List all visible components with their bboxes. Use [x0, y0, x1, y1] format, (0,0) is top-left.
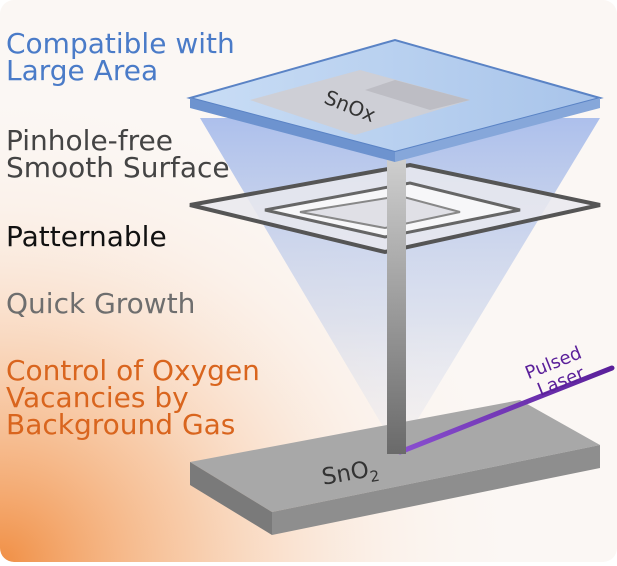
- substrate: [186, 38, 604, 162]
- laser-beam: [397, 365, 615, 455]
- feature-oxygen: Control of Oxygen Vacancies by Backgroun…: [6, 354, 260, 441]
- feature-oxygen-line3: Background Gas: [6, 408, 236, 441]
- feature-oxygen-line1: Control of Oxygen: [6, 354, 260, 387]
- feature-oxygen-line2: Vacancies by: [6, 381, 189, 414]
- feature-pattern: Patternable: [6, 220, 167, 253]
- feature-surface: Pinhole-free Smooth Surface: [6, 124, 230, 184]
- target-block: [190, 400, 600, 535]
- feature-surface-line2: Smooth Surface: [6, 151, 230, 184]
- feature-growth: Quick Growth: [6, 287, 196, 320]
- feature-surface-line1: Pinhole-free: [6, 124, 173, 157]
- feature-area-line2: Large Area: [6, 54, 159, 87]
- feature-area: Compatible with Large Area: [6, 27, 235, 87]
- feature-area-line1: Compatible with: [6, 27, 235, 60]
